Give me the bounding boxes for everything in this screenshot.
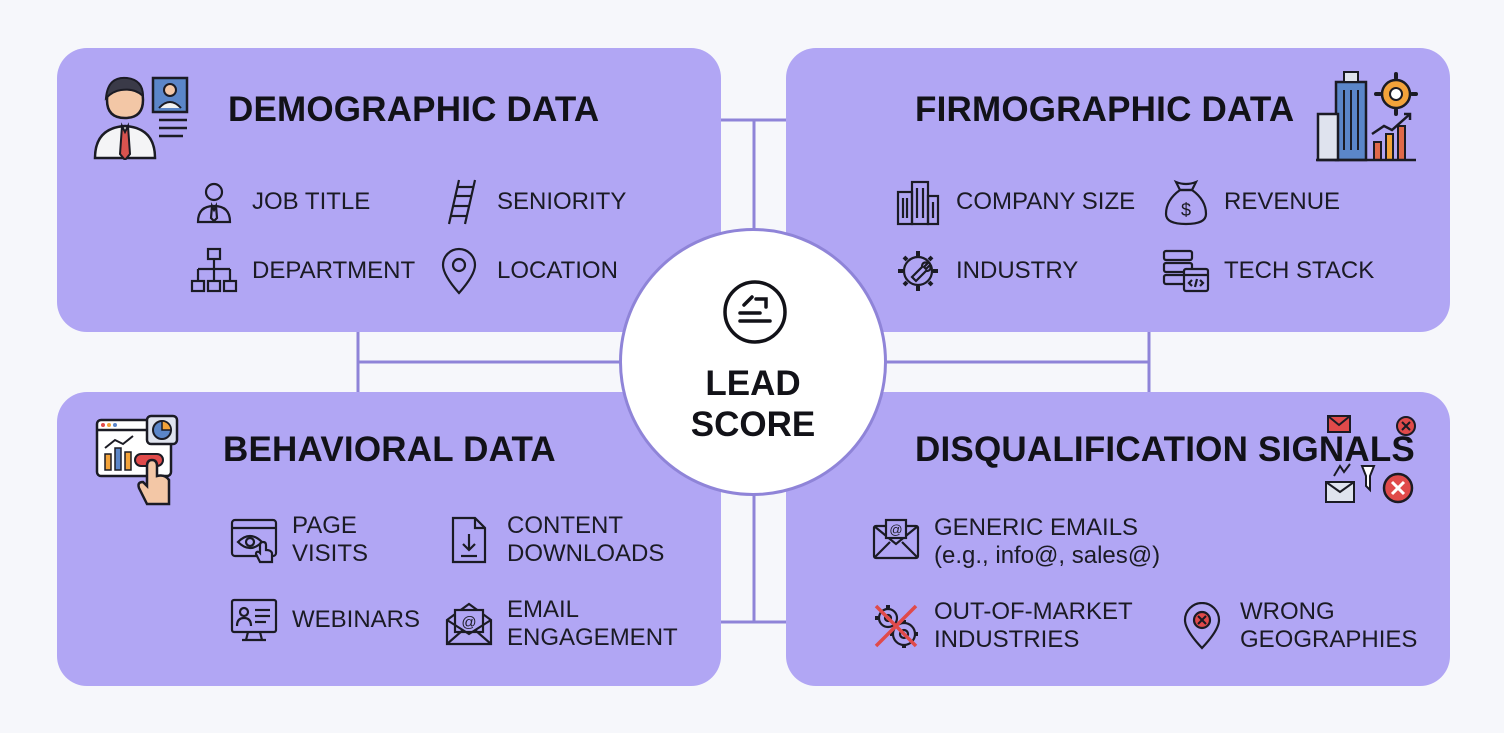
crossed-gears-icon [872, 602, 920, 650]
user-tie-icon [190, 178, 238, 226]
demographic-panel: DEMOGRAPHIC DATA JOB TITLE [57, 48, 721, 332]
out-of-market-line2: INDUSTRIES [934, 626, 1133, 654]
svg-text:@: @ [461, 614, 476, 631]
org-chart-icon [190, 247, 238, 295]
svg-text:$: $ [1181, 200, 1191, 220]
item-webinars: WEBINARS [230, 596, 420, 644]
behavioral-title: BEHAVIORAL DATA [223, 430, 556, 470]
money-bag-icon: $ [1162, 178, 1210, 226]
job-title-label: JOB TITLE [252, 188, 370, 216]
email-engagement-line2: ENGAGEMENT [507, 624, 678, 652]
page-visits-line2: VISITS [292, 540, 368, 568]
analytics-click-icon [95, 414, 187, 506]
lead-score-line1: LEAD [622, 363, 884, 404]
location-label: LOCATION [497, 257, 618, 285]
building-icon [894, 178, 942, 226]
firmographic-title: FIRMOGRAPHIC DATA [915, 90, 1294, 130]
svg-text:@: @ [889, 522, 902, 537]
monitor-presenter-icon [230, 596, 278, 644]
building-growth-icon [1312, 70, 1422, 164]
ladder-icon [435, 178, 483, 226]
envelope-at-icon: @ [872, 518, 920, 566]
lead-score-circle: LEAD SCORE [619, 228, 887, 496]
item-job-title: JOB TITLE [190, 178, 370, 226]
pin-x-icon [1178, 602, 1226, 650]
item-tech-stack: TECH STACK [1162, 247, 1374, 295]
wrong-geographies-line1: WRONG [1240, 598, 1417, 626]
content-downloads-line1: CONTENT [507, 512, 664, 540]
content-downloads-line2: DOWNLOADS [507, 540, 664, 568]
generic-emails-label: GENERIC EMAILS(e.g., info@, sales@) [934, 514, 1160, 570]
webinars-line1: WEBINARS [292, 606, 420, 634]
page-visits-line1: PAGE [292, 512, 368, 540]
reject-signals-icon [1320, 410, 1420, 510]
firmographic-panel: FIRMOGRAPHIC DATA [786, 48, 1450, 332]
generic-emails-line2: (e.g., info@, sales@) [934, 542, 1160, 570]
disqualification-panel: DISQUALIFICATION SIGNALS [786, 392, 1450, 686]
demographic-title: DEMOGRAPHIC DATA [228, 90, 599, 130]
item-revenue: $ REVENUE [1162, 178, 1340, 226]
server-code-icon [1162, 247, 1210, 295]
item-location: LOCATION [435, 247, 618, 295]
open-envelope-at-icon: @ [445, 600, 493, 648]
item-industry: INDUSTRY [894, 247, 1078, 295]
wrong-geographies-line2: GEOGRAPHIES [1240, 626, 1417, 654]
person-profile-icon [93, 74, 193, 160]
tech-stack-label: TECH STACK [1224, 257, 1374, 285]
browser-eye-icon [230, 516, 278, 564]
score-document-icon [722, 279, 788, 345]
map-pin-icon [435, 247, 483, 295]
revenue-label: REVENUE [1224, 188, 1340, 216]
industry-label: INDUSTRY [956, 257, 1078, 285]
out-of-market-line1: OUT-OF-MARKET [934, 598, 1133, 626]
email-engagement-line1: EMAIL [507, 596, 678, 624]
seniority-label: SENIORITY [497, 188, 626, 216]
generic-emails-line1: GENERIC EMAILS [934, 514, 1160, 542]
item-department: DEPARTMENT [190, 247, 415, 295]
item-company-size: COMPANY SIZE [894, 178, 1135, 226]
gear-wrench-icon [894, 247, 942, 295]
item-seniority: SENIORITY [435, 178, 626, 226]
lead-score-line2: SCORE [622, 404, 884, 445]
company-size-label: COMPANY SIZE [956, 188, 1135, 216]
file-download-icon [445, 516, 493, 564]
item-generic-emails: @ GENERIC EMAILS(e.g., info@, sales@) [872, 514, 1160, 570]
webinars-label: WEBINARS [292, 606, 420, 634]
department-label: DEPARTMENT [252, 257, 415, 285]
